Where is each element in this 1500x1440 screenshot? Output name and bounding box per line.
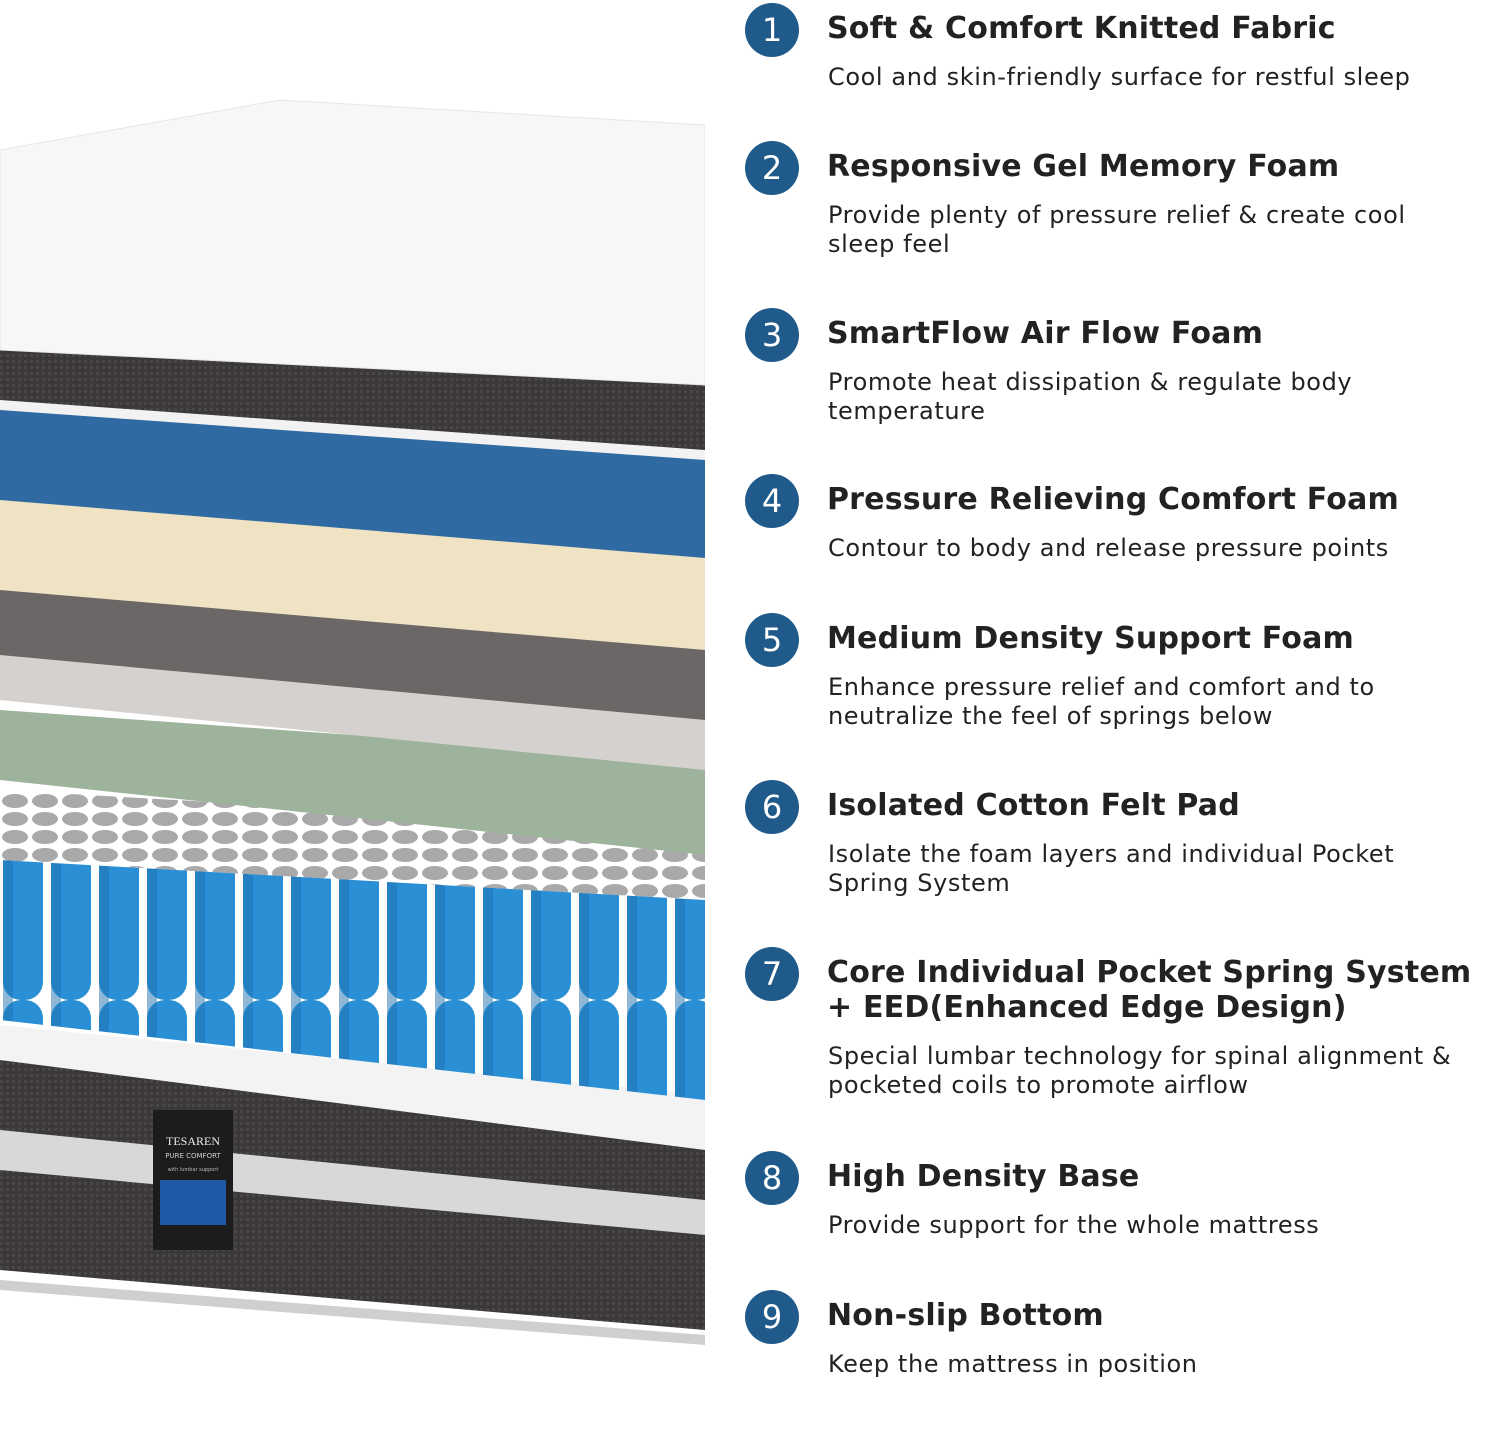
brand-tagline: with lumbar support [168, 1167, 219, 1173]
bottom-pad [0, 1025, 705, 1150]
airflow-foam [0, 495, 705, 650]
pocket-springs [0, 860, 705, 1100]
number-badge-icon: 6 [745, 780, 799, 834]
number-badge-icon: 4 [745, 474, 799, 528]
layer-title: Isolated Cotton Felt Pad [827, 788, 1240, 823]
number-badge-icon: 9 [745, 1290, 799, 1344]
brand-logo: TESAREN [166, 1134, 220, 1148]
number-badge-icon: 3 [745, 308, 799, 362]
spring-tops [0, 790, 705, 900]
number-badge-icon: 1 [745, 3, 799, 57]
layer-description: Isolate the foam layers and individual P… [828, 840, 1395, 897]
layer-title: Pressure Relieving Comfort Foam [827, 482, 1399, 517]
brand-subtitle: PURE COMFORT [165, 1152, 221, 1160]
support-foam [0, 650, 705, 770]
layers-icon [160, 1180, 226, 1225]
number-badge-icon: 7 [745, 947, 799, 1001]
layer-description: Cool and skin-friendly surface for restf… [828, 63, 1411, 91]
knitted-fabric-top [0, 99, 706, 386]
layer-title: Non-slip Bottom [827, 1298, 1104, 1333]
number-badge-icon: 8 [745, 1151, 799, 1205]
layer-description: Contour to body and release pressure poi… [828, 534, 1389, 562]
layer-description: Enhance pressure relief and comfort and … [828, 673, 1375, 730]
number-badge-icon: 2 [745, 141, 799, 195]
layer-title: Core Individual Pocket Spring System + E… [827, 955, 1472, 1025]
layer-title: Responsive Gel Memory Foam [827, 149, 1340, 184]
felt-pad [0, 710, 705, 855]
layer-title: High Density Base [827, 1159, 1140, 1194]
non-slip-bottom [0, 1280, 705, 1345]
layer-description: Special lumbar technology for spinal ali… [828, 1042, 1452, 1099]
comfort-foam [0, 585, 705, 720]
layer-description: Provide plenty of pressure relief & crea… [828, 201, 1406, 258]
mattress-side-band [0, 350, 705, 450]
text-panel-backdrop [705, 0, 1500, 1440]
layer-title: Soft & Comfort Knitted Fabric [827, 11, 1336, 46]
layer-title: Medium Density Support Foam [827, 621, 1355, 656]
layer-title: SmartFlow Air Flow Foam [827, 316, 1264, 351]
number-badge-icon: 5 [745, 613, 799, 667]
layer-description: Provide support for the whole mattress [828, 1211, 1320, 1239]
layer-description: Promote heat dissipation & regulate body… [828, 368, 1353, 425]
layer-description: Keep the mattress in position [828, 1350, 1198, 1378]
